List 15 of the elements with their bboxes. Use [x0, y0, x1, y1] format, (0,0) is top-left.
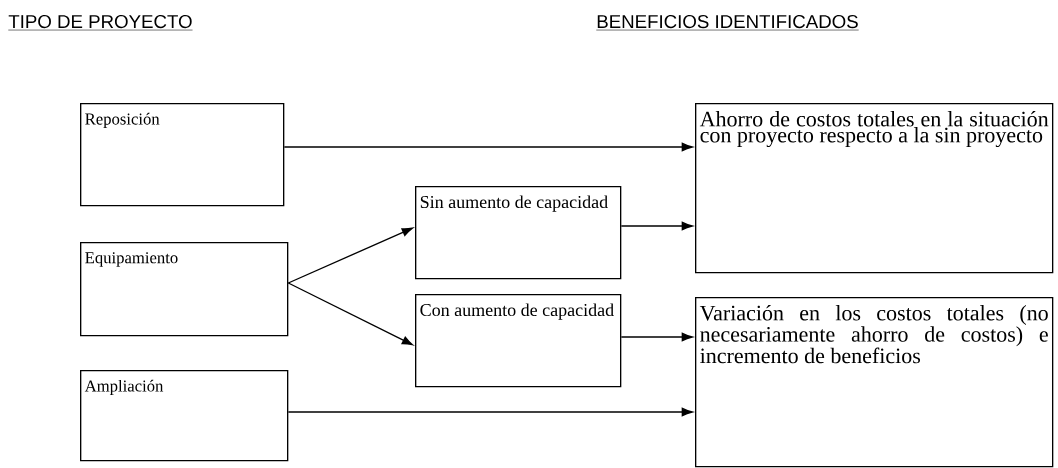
- arrow: [287, 407, 693, 417]
- arrow: [287, 282, 414, 346]
- arrow: [620, 332, 693, 342]
- text-box: Ahorro de costos totales en la situación con proyecto respecto a la sin proyecto: [695, 103, 1054, 274]
- text-box: Con aumento de capacidad: [415, 294, 622, 388]
- text-box: Reposición: [80, 103, 285, 207]
- arrow: [287, 227, 413, 284]
- arrow: [283, 142, 693, 152]
- text-box: Ampliación: [80, 370, 289, 462]
- column-heading: BENEFICIOS IDENTIFICADOS: [596, 14, 859, 31]
- arrow: [620, 221, 693, 231]
- text-box: Equipamiento: [80, 242, 289, 337]
- column-heading: TIPO DE PROYECTO: [8, 14, 193, 31]
- text-box: Sin aumento de capacidad: [415, 186, 622, 280]
- text-box: Variación en los costos totales (no necesariamente ahorro de costos) e incremento de beneficios: [695, 297, 1054, 468]
